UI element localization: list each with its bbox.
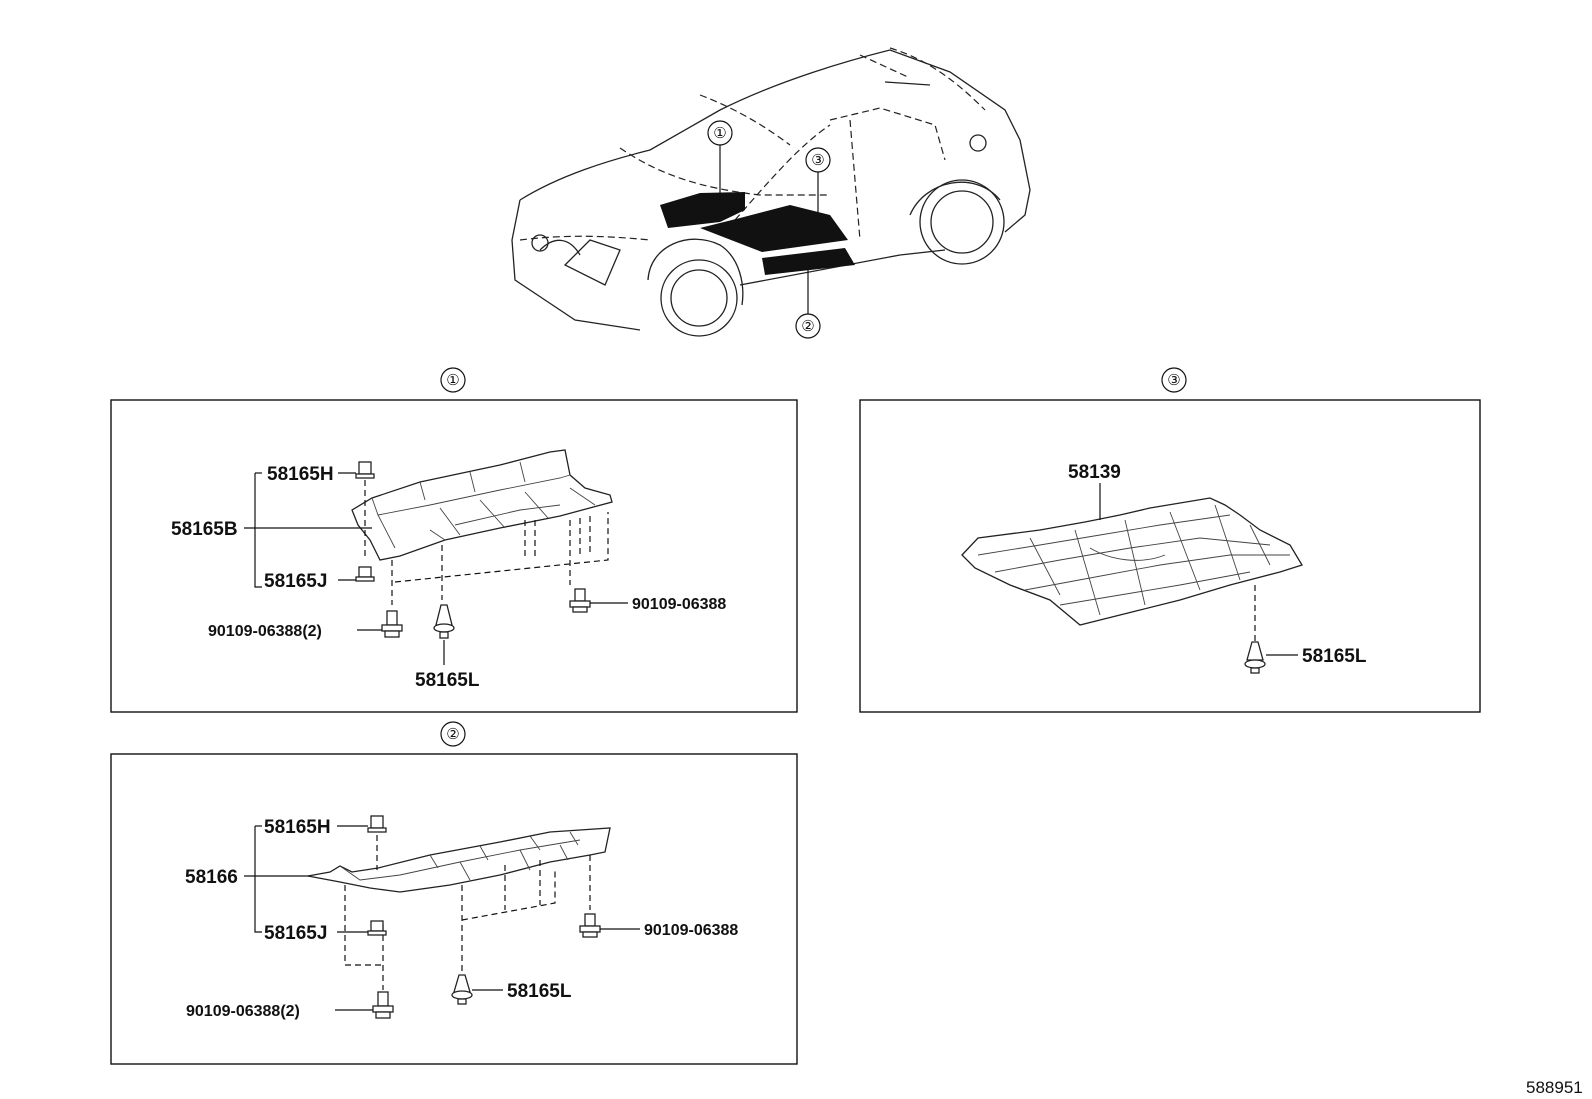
label-58165L: 58165L: [507, 981, 572, 1002]
overview-callout-1: ①: [713, 124, 726, 142]
bolt-90109-right-icon: [569, 588, 591, 613]
label-58139: 58139: [1068, 462, 1121, 483]
bolt-58165J-icon: [367, 920, 387, 936]
label-90109-06388: 90109-06388: [632, 596, 726, 613]
panel-3-frame: [859, 399, 1481, 713]
panel-1-callout: ①: [446, 371, 459, 389]
engine-under-cover-58165B: [351, 449, 613, 561]
label-58166: 58166: [185, 867, 238, 888]
vehicle-overview: ① ③ ②: [511, 47, 1031, 339]
panel-3: ③ 58139 58165L: [859, 367, 1481, 713]
label-58165L: 58165L: [415, 670, 480, 691]
label-90109-06388-2: 90109-06388(2): [208, 623, 322, 640]
label-90109-06388-2: 90109-06388(2): [186, 1003, 300, 1020]
panel-1-frame: [110, 399, 798, 713]
bolt-90109-right-icon: [579, 913, 601, 938]
panel-2-callout: ②: [446, 725, 459, 743]
bolt-58165H-icon: [355, 461, 375, 479]
bolt-58165J-icon: [355, 566, 375, 582]
floor-under-cover-58139: [961, 497, 1303, 626]
label-58165J: 58165J: [264, 571, 327, 592]
label-58165H: 58165H: [264, 817, 331, 838]
label-90109-06388: 90109-06388: [644, 922, 738, 939]
label-58165J: 58165J: [264, 923, 327, 944]
bolt-90109-left-icon: [381, 610, 403, 638]
bolt-90109-left-icon: [372, 991, 394, 1019]
panel-3-callout: ③: [1167, 371, 1180, 389]
panel-2-frame: [110, 753, 798, 1065]
clip-58165L-icon: [1244, 641, 1266, 674]
overview-callout-2: ②: [801, 317, 814, 335]
panel-2: ②: [110, 721, 798, 1065]
label-58165L: 58165L: [1302, 646, 1367, 667]
diagram-id: 588951: [1526, 1078, 1583, 1097]
label-58165B: 58165B: [171, 519, 238, 540]
clip-58165L-icon: [433, 604, 455, 639]
overview-callout-3: ③: [811, 151, 824, 169]
panel-1: ①: [110, 367, 798, 713]
label-58165H: 58165H: [267, 464, 334, 485]
clip-58165L-icon: [451, 974, 473, 1005]
bolt-58165H-icon: [367, 815, 387, 833]
under-cover-58166: [307, 827, 611, 893]
